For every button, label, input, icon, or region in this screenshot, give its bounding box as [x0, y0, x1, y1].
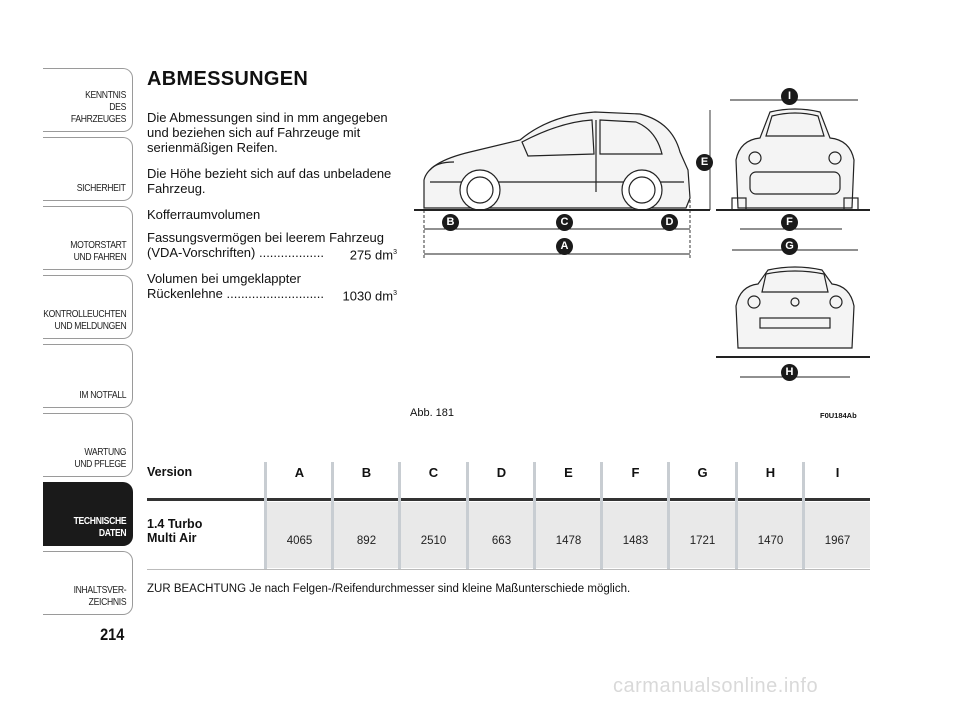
tab-label: TECHNISCHE DATEN	[73, 515, 126, 539]
tab-label: MOTORSTART UND FAHREN	[69, 239, 126, 263]
tab-kenntnis[interactable]: KENNTNIS DES FAHRZEUGES	[43, 68, 133, 132]
car-rear-view	[716, 266, 870, 358]
column-separator	[802, 462, 805, 569]
value-B: 892	[356, 535, 377, 547]
column-separator	[466, 462, 469, 569]
marker-G: G	[781, 238, 798, 255]
height-note: Die Höhe bezieht sich auf das unbeladene…	[147, 166, 392, 196]
value-A: 4065	[286, 535, 313, 547]
vehicle-dimension-drawing: I E B C D F A G H	[410, 80, 870, 425]
tab-label: KENNTNIS DES FAHRZEUGES	[70, 89, 126, 125]
table-bottom-rule	[147, 569, 870, 570]
folded-value-wrap: 1030 dm3	[343, 286, 398, 303]
marker-A: A	[556, 238, 573, 255]
version-header: Version	[147, 465, 193, 479]
tab-label: SICHERHEIT	[77, 182, 126, 194]
folded-label-2: Rückenlehne ...........................	[147, 286, 325, 301]
column-header-C: C	[428, 465, 439, 480]
trunk-heading: Kofferraumvolumen	[147, 207, 261, 222]
marker-F: F	[781, 214, 798, 231]
marker-D: D	[661, 214, 678, 231]
version-line-2: Multi Air	[147, 531, 197, 545]
tab-inhaltsverzeichnis[interactable]: INHALTSVER- ZEICHNIS	[43, 551, 133, 615]
column-header-D: D	[496, 465, 507, 480]
column-header-E: E	[564, 465, 573, 480]
column-header-A: A	[294, 465, 305, 480]
capacity-value-wrap: 275 dm3	[350, 245, 397, 262]
page-number: 214	[100, 625, 125, 644]
watermark: carmanualsonline.info	[613, 675, 819, 697]
marker-H: H	[781, 364, 798, 381]
tab-kontrolleuchten[interactable]: KONTROLLEUCHTEN UND MELDUNGEN	[43, 275, 133, 339]
marker-C: C	[556, 214, 573, 231]
column-separator	[533, 462, 536, 569]
folded-spec: Volumen bei umgeklappter Rückenlehne ...…	[147, 271, 397, 303]
car-side-view	[414, 111, 710, 211]
column-separator	[331, 462, 334, 569]
value-H: 1470	[757, 535, 784, 547]
marker-I: I	[781, 88, 798, 105]
value-C: 2510	[420, 535, 447, 547]
tab-im-notfall[interactable]: IM NOTFALL	[43, 344, 133, 408]
figure-caption: Abb. 181	[410, 407, 455, 419]
value-I: 1967	[824, 535, 851, 547]
tab-wartung[interactable]: WARTUNG UND PFLEGE	[43, 413, 133, 477]
marker-B: B	[442, 214, 459, 231]
unit-exponent: 3	[393, 290, 397, 297]
value-F: 1483	[622, 535, 649, 547]
version-name: 1.4 Turbo Multi Air	[147, 517, 202, 545]
table-header-rule	[147, 498, 870, 501]
figure-code: F0U184Ab	[820, 411, 857, 420]
unit-exponent: 3	[393, 249, 397, 256]
capacity-value: 275 dm	[349, 247, 394, 263]
capacity-label-2: (VDA-Vorschriften) ..................	[147, 245, 324, 260]
tab-label: IM NOTFALL	[79, 389, 126, 401]
folded-label-1: Volumen bei umgeklappter	[147, 271, 301, 286]
column-header-I: I	[835, 465, 840, 480]
capacity-spec: Fassungsvermögen bei leerem Fahrzeug (VD…	[147, 230, 397, 262]
tab-sicherheit[interactable]: SICHERHEIT	[43, 137, 133, 201]
value-E: 1478	[555, 535, 582, 547]
capacity-label-1: Fassungsvermögen bei leerem Fahrzeug	[147, 230, 385, 245]
tab-label: WARTUNG UND PFLEGE	[74, 446, 126, 470]
tab-motorstart[interactable]: MOTORSTART UND FAHREN	[43, 206, 133, 270]
note-text: ZUR BEACHTUNG Je nach Felgen-/Reifendurc…	[147, 583, 631, 595]
folded-line: Rückenlehne ........................... …	[147, 286, 397, 303]
column-separator	[735, 462, 738, 569]
column-header-H: H	[765, 465, 776, 480]
version-line-1: 1.4 Turbo	[147, 517, 203, 531]
column-separator	[667, 462, 670, 569]
value-D: 663	[491, 535, 512, 547]
page-title: ABMESSUNGEN	[147, 68, 309, 90]
tab-label: INHALTSVER- ZEICHNIS	[73, 584, 126, 608]
column-separator	[264, 462, 267, 569]
column-header-F: F	[631, 465, 640, 480]
column-header-G: G	[697, 465, 708, 480]
folded-value: 1030 dm	[342, 288, 394, 304]
column-separator	[398, 462, 401, 569]
column-separator	[600, 462, 603, 569]
car-illustration	[414, 99, 870, 378]
capacity-line: (VDA-Vorschriften) .................. 27…	[147, 245, 397, 262]
car-front-view	[716, 108, 870, 211]
tab-technische-daten[interactable]: TECHNISCHE DATEN	[43, 482, 133, 546]
table-value-band	[266, 502, 870, 568]
value-G: 1721	[689, 535, 716, 547]
intro-text: Die Abmessungen sind in mm angegeben und…	[147, 110, 388, 155]
tab-label: KONTROLLEUCHTEN UND MELDUNGEN	[42, 308, 126, 332]
marker-E: E	[696, 154, 713, 171]
column-header-B: B	[361, 465, 372, 480]
